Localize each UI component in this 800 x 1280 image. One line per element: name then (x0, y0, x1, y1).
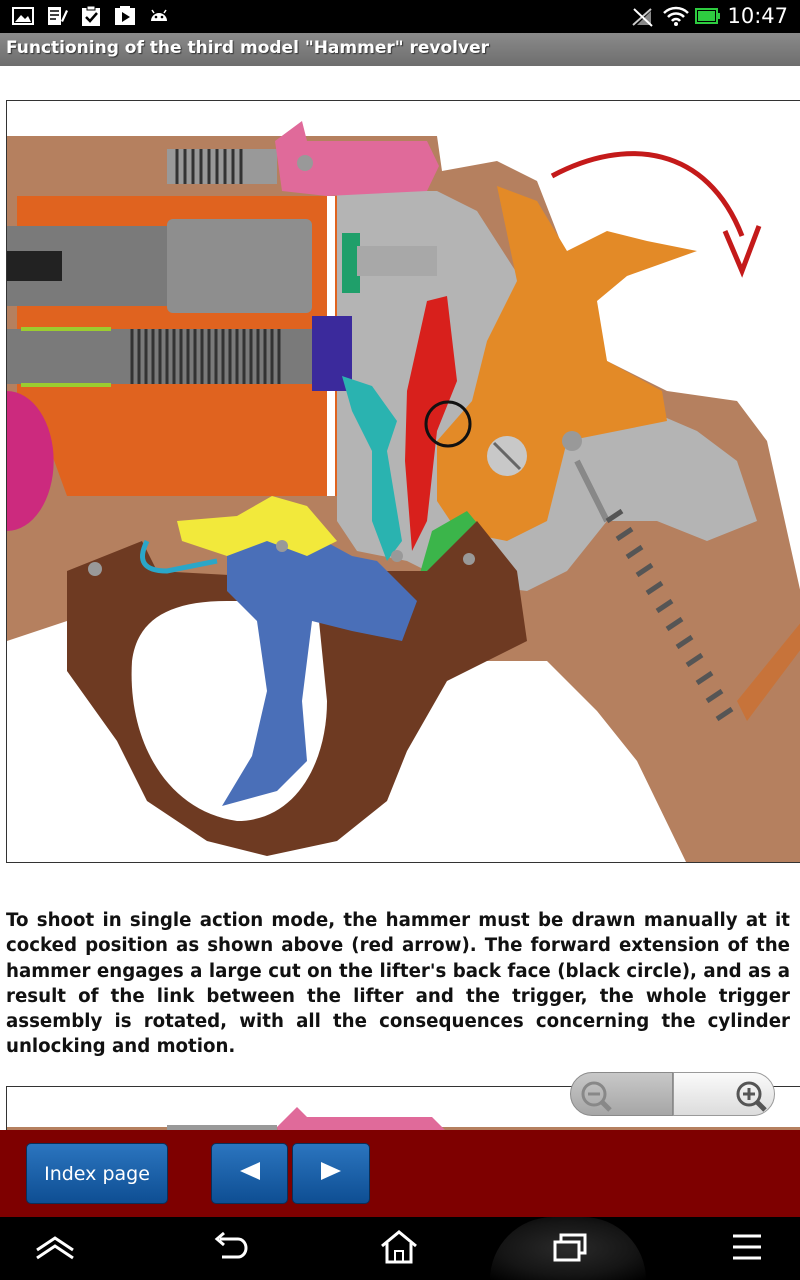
lifter (405, 296, 457, 551)
collapse-button[interactable] (30, 1217, 80, 1280)
collapse-icon (34, 1232, 76, 1266)
android-icon (148, 5, 170, 27)
back-icon (210, 1230, 250, 1268)
recents-icon (550, 1230, 590, 1268)
description-text: To shoot in single action mode, the hamm… (6, 910, 790, 1058)
back-button[interactable] (205, 1217, 255, 1280)
content-area[interactable]: To shoot in single action mode, the hamm… (0, 66, 800, 1130)
previous-page-button[interactable] (211, 1143, 288, 1204)
engagement-circle (424, 400, 472, 448)
cocking-arrow (550, 151, 745, 237)
pawl (342, 376, 402, 561)
battery-icon (695, 5, 721, 27)
app-nav-bar: Index page (0, 1130, 800, 1217)
home-icon (379, 1229, 419, 1269)
index-page-button[interactable]: Index page (26, 1143, 168, 1204)
title-bar: Functioning of the third model "Hammer" … (0, 33, 800, 66)
menu-icon (730, 1231, 764, 1267)
play-store-icon (114, 5, 136, 27)
mute-icon (631, 5, 654, 27)
status-bar: 10:47 (0, 0, 800, 33)
left-triangle-icon (239, 1161, 261, 1186)
trigger (222, 526, 417, 806)
menu-button[interactable] (722, 1217, 772, 1280)
wifi-icon (663, 5, 690, 27)
mainspring (605, 508, 734, 722)
index-page-label: Index page (44, 1162, 150, 1185)
revolver-diagram (6, 100, 800, 863)
clipboard-check-icon (80, 5, 102, 27)
clock: 10:47 (727, 4, 788, 28)
recents-button[interactable] (545, 1217, 595, 1280)
cylinder-latch (275, 121, 439, 196)
system-nav-bar (0, 1217, 800, 1280)
gallery-icon (12, 5, 34, 27)
zoom-control (570, 1072, 775, 1116)
home-button[interactable] (372, 1217, 426, 1280)
ejector-spring (130, 329, 281, 384)
zoom-out-button[interactable] (570, 1072, 673, 1116)
sear-lever (177, 496, 337, 556)
notes-icon (46, 5, 68, 27)
next-page-button[interactable] (292, 1143, 370, 1204)
page-title: Functioning of the third model "Hammer" … (6, 38, 490, 58)
notification-icons (12, 5, 170, 27)
right-triangle-icon (320, 1161, 342, 1186)
zoom-in-button[interactable] (673, 1072, 775, 1116)
